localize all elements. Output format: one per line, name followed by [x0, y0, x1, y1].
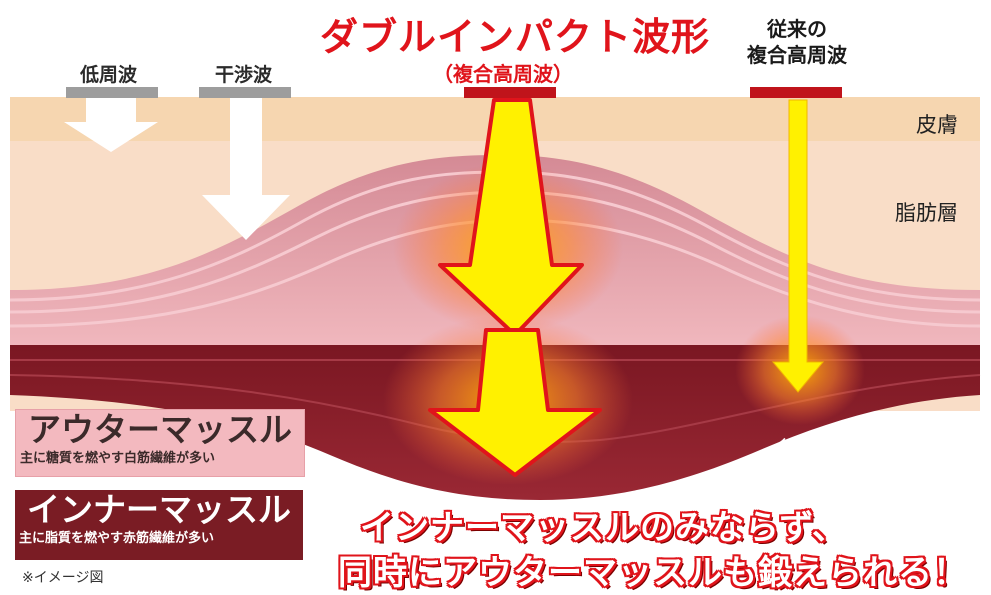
skin-label: 皮膚 — [916, 113, 958, 137]
conventional-label-line2: 複合高周波 — [747, 43, 847, 67]
double-impact-emitter — [464, 87, 556, 98]
low-freq-arrow-icon — [64, 98, 158, 152]
conventional-note-line1: インナーマッスル — [770, 436, 914, 457]
inner-muscle-box: インナーマッスル 主に脂質を燃やす赤筋繊維が多い — [15, 490, 303, 560]
conventional-label-line1: 従来の — [767, 17, 827, 41]
inner-muscle-title: インナーマッスル — [27, 490, 291, 529]
interference-arrow-icon — [202, 98, 290, 240]
interference-emitter — [199, 87, 291, 98]
outer-muscle-box: アウターマッスル 主に糖質を燃やす白筋繊維が多い — [15, 409, 305, 477]
conventional-label: 従来の 複合高周波 — [738, 16, 856, 68]
bottom-message-line1: インナーマッスルのみならず、 — [360, 508, 847, 548]
image-note: ※イメージ図 — [22, 570, 104, 586]
conventional-note: インナーマッスル のみを動かす — [770, 435, 914, 483]
double-impact-arrow-lower-icon — [428, 328, 602, 477]
conventional-emitter — [750, 87, 842, 98]
low-freq-emitter — [66, 87, 158, 98]
low-freq-label: 低周波 — [80, 64, 138, 86]
outer-muscle-title: アウターマッスル — [28, 410, 292, 449]
main-title: ダブルインパクト波形 — [320, 15, 711, 59]
interference-label: 干渉波 — [215, 64, 273, 86]
subtitle: （複合高周波） — [433, 62, 573, 86]
conventional-note-line2: のみを動かす — [770, 460, 878, 481]
double-impact-arrow-upper-icon — [438, 98, 584, 337]
conventional-arrow-icon — [771, 99, 825, 393]
inner-muscle-desc: 主に脂質を燃やす赤筋繊維が多い — [19, 531, 215, 546]
outer-muscle-desc: 主に糖質を燃やす白筋繊維が多い — [20, 451, 216, 466]
bottom-message-line2: 同時にアウターマッスルも鍛えられる！ — [338, 553, 968, 593]
fat-label: 脂肪層 — [895, 201, 958, 225]
